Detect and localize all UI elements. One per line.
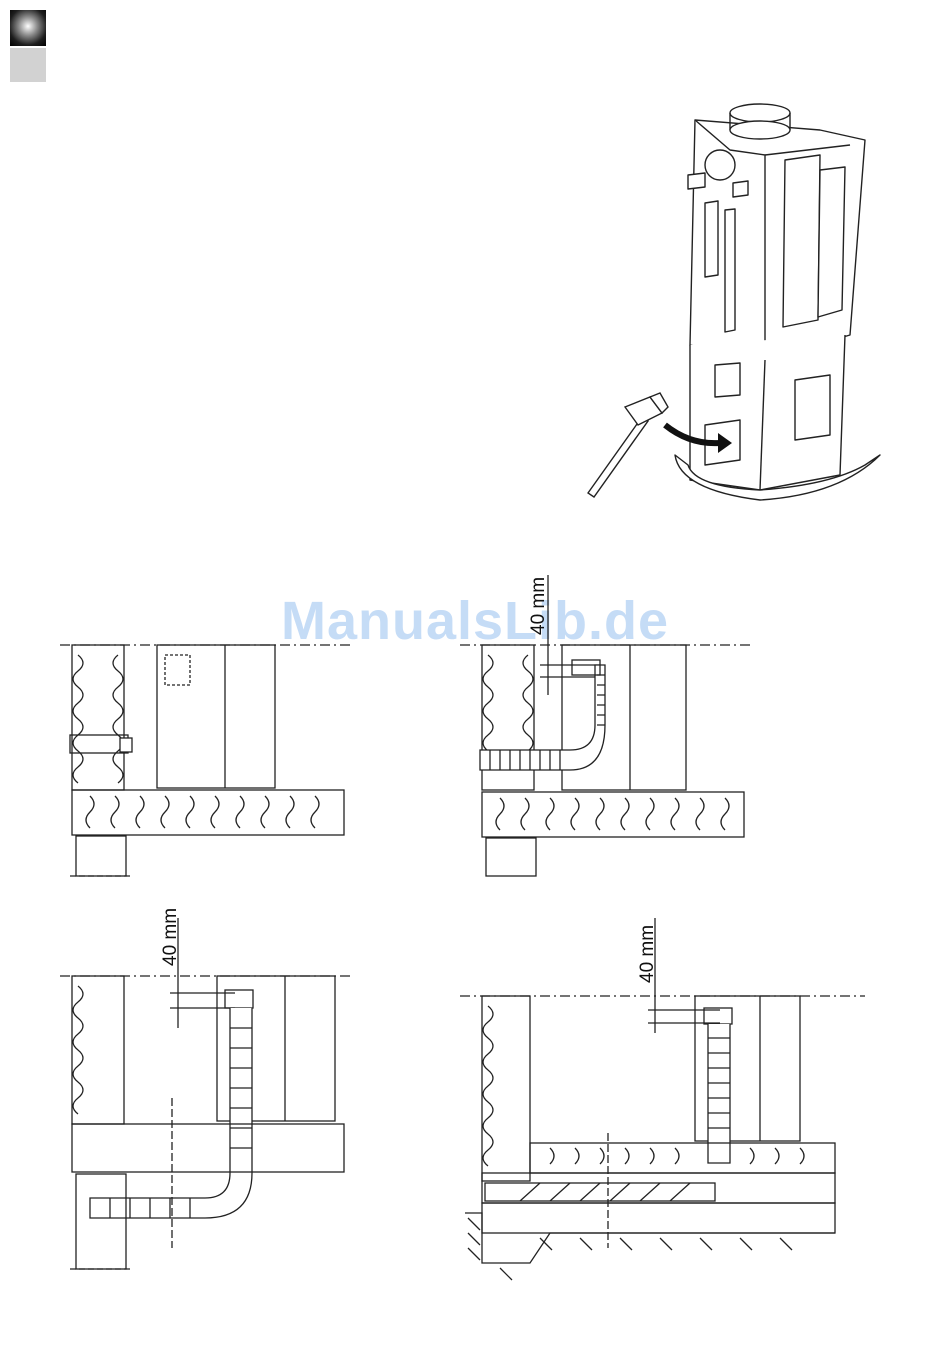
diagram-figure-1 [60, 640, 360, 880]
chapter-tab-grey [10, 48, 46, 82]
diagram-figure-3: 40 mm [60, 898, 360, 1273]
diagram-figure-2: 40 mm [460, 565, 760, 880]
diagram-figure-4: 40 mm [460, 918, 870, 1318]
stove-illustration [580, 95, 880, 515]
dimension-label: 40 mm [160, 908, 181, 966]
dimension-label: 40 mm [528, 577, 549, 635]
hammer-icon [588, 393, 668, 497]
dimension-label: 40 mm [637, 925, 658, 983]
chapter-tab-black [10, 10, 46, 46]
